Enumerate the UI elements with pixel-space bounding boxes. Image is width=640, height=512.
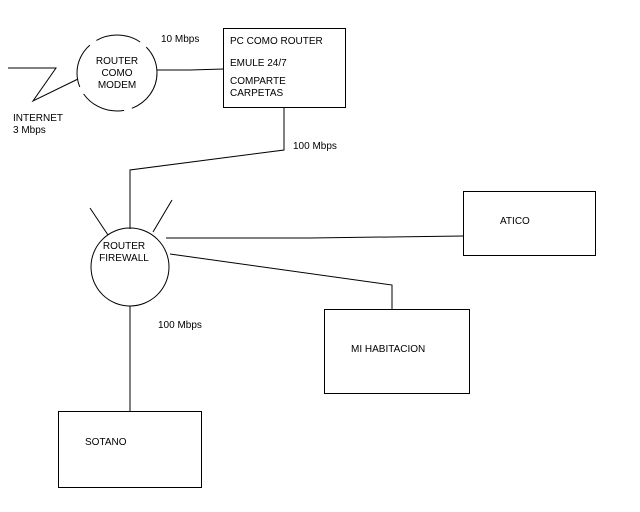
pc-router-detail-line: EMULE 24/7 (230, 58, 287, 69)
firewall-sotano-speed-label: 100 Mbps (158, 320, 202, 331)
router-firewall-label: ROUTER FIREWALL (92, 241, 156, 265)
router-modem-label-line: MODEM (97, 80, 137, 91)
pc-router-title: PC COMO ROUTER (230, 36, 323, 47)
antenna-left (89, 207, 109, 236)
internet-label-line: INTERNET (13, 113, 63, 124)
pc-firewall-speed-label: 100 Mbps (293, 141, 337, 152)
pc-firewall-link (129, 108, 285, 229)
modem-pc-speed-label: 10 Mbps (161, 34, 200, 45)
router-modem-label-line: COMO (101, 68, 133, 79)
atico-node (463, 191, 596, 256)
firewall-atico-link (166, 235, 464, 239)
router-modem-node (76, 34, 158, 112)
modem-pc-link (157, 68, 225, 71)
mi-habitacion-label: MI HABITACION (351, 344, 426, 355)
pc-router-detail-line: COMPARTE (230, 76, 286, 87)
router-firewall-label-line: FIREWALL (99, 253, 149, 264)
internet-link (8, 67, 79, 103)
antenna-right (152, 199, 173, 233)
router-firewall-node (90, 227, 170, 307)
pc-router-node (223, 28, 346, 108)
sotano-node (58, 411, 202, 488)
internet-label: INTERNET 3 Mbps (13, 113, 63, 137)
pc-router-details: EMULE 24/7 COMPARTE CARPETAS (230, 58, 287, 100)
sotano-label: SOTANO (85, 437, 127, 448)
atico-label: ATICO (500, 216, 530, 227)
firewall-habitacion-link (169, 253, 393, 309)
router-modem-label: ROUTER COMO MODEM (82, 56, 152, 92)
internet-speed-label: 3 Mbps (13, 125, 46, 136)
pc-router-detail-line: CARPETAS (230, 88, 284, 99)
router-modem-label-line: ROUTER (95, 56, 139, 67)
router-firewall-label-line: ROUTER (102, 241, 146, 252)
mi-habitacion-node (324, 309, 470, 394)
